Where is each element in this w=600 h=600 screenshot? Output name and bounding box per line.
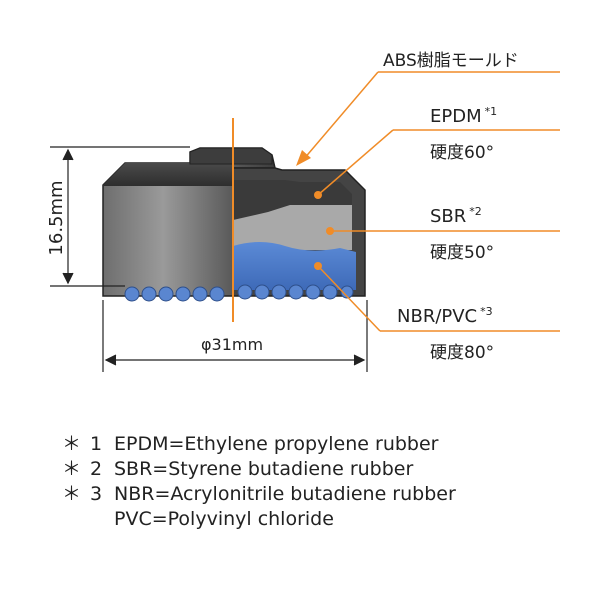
footnote-mark: ＊	[62, 458, 82, 480]
epdm-label: EPDM*1	[430, 105, 497, 127]
height-dimension	[50, 146, 190, 287]
footnote-3: ＊ 3 NBR=Acrylonitrile butadiene rubber	[62, 482, 582, 507]
footnote-mark: ＊	[62, 483, 82, 505]
footnotes: ＊ 1 EPDM=Ethylene propylene rubber ＊ 2 S…	[62, 432, 582, 532]
footnote-mark: ＊	[62, 433, 82, 455]
diameter-dimension	[102, 300, 368, 372]
nbr-hardness: 硬度80°	[430, 343, 494, 363]
sbr-label: SBR*2	[430, 205, 482, 227]
foot-exterior-bumps	[124, 286, 225, 302]
footnote-3-continuation: PVC=Polyvinyl chloride	[114, 508, 334, 530]
footnote-1: ＊ 1 EPDM=Ethylene propylene rubber	[62, 432, 582, 457]
footnote-number: 3	[90, 483, 103, 505]
footnote-text: EPDM=Ethylene propylene rubber	[114, 433, 439, 455]
footnote-text: SBR=Styrene butadiene rubber	[114, 458, 414, 480]
diameter-label: φ31mm	[201, 335, 263, 354]
nbr-label: NBR/PVC*3	[397, 305, 493, 327]
nbr-pvc-layer	[233, 242, 356, 290]
footnote-text: NBR=Acrylonitrile butadiene rubber	[114, 483, 456, 505]
footnote-number: 2	[90, 458, 103, 480]
nbr-callout	[314, 262, 560, 332]
sbr-layer	[233, 205, 352, 250]
foot-cross-section	[232, 167, 366, 300]
epdm-callout	[314, 129, 560, 199]
footnote-number: 1	[90, 433, 103, 455]
abs-callout	[296, 71, 560, 166]
height-label: 16.5mm	[46, 180, 67, 255]
sbr-callout	[326, 227, 560, 235]
sbr-hardness: 硬度50°	[430, 243, 494, 263]
abs-label: ABS樹脂モールド	[383, 51, 519, 71]
epdm-hardness: 硬度60°	[430, 143, 494, 163]
footnote-2: ＊ 2 SBR=Styrene butadiene rubber	[62, 457, 582, 482]
